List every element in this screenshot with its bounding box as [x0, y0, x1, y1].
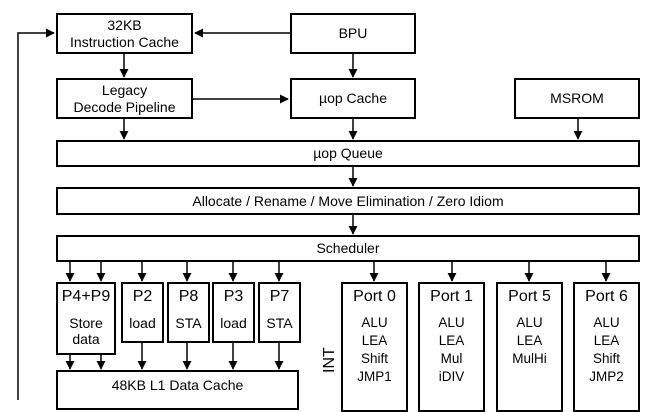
scheduler-box: Scheduler: [56, 235, 640, 262]
port-name: Port 1: [430, 288, 473, 305]
port-1-box: Port 1 ALU LEA Mul iDIV: [418, 282, 485, 412]
port-name: P3: [223, 288, 244, 305]
port-name: Port 6: [585, 288, 628, 305]
port-op: Shift: [592, 351, 620, 366]
l1-data-cache-box: 48KB L1 Data Cache: [56, 370, 299, 410]
port-name: P7: [269, 288, 290, 305]
connector-layer: [17, 28, 611, 400]
l1d-label: 48KB L1 Data Cache: [111, 377, 244, 393]
port-op: ALU: [361, 315, 388, 330]
port-op: STA: [175, 315, 202, 331]
port-p3-box: P3 load: [212, 282, 255, 343]
port-op: JMP1: [357, 369, 392, 384]
port-5-box: Port 5 ALU LEA MulHi: [496, 282, 563, 412]
uop-cache-label: µop Cache: [319, 90, 387, 106]
bpu-label: BPU: [338, 25, 368, 41]
port-op: load: [129, 315, 156, 331]
port-op: LEA: [516, 333, 543, 348]
cpu-pipeline-diagram: 32KB Instruction Cache BPU Legacy Decode…: [17, 13, 640, 412]
port-op: load: [220, 315, 247, 331]
port-op: LEA: [438, 333, 465, 348]
legacy-decode-label-2: Decode Pipeline: [73, 98, 176, 115]
port-op: JMP2: [589, 369, 624, 384]
uop-queue-box: µop Queue: [56, 140, 640, 167]
port-op: LEA: [361, 333, 388, 348]
port-0-box: Port 0 ALU LEA Shift JMP1: [341, 282, 408, 412]
port-op: STA: [266, 315, 293, 331]
port-6-box: Port 6 ALU LEA Shift JMP2: [573, 282, 640, 412]
bpu-box: BPU: [290, 13, 416, 54]
port-op: ALU: [593, 315, 620, 330]
scheduler-label: Scheduler: [316, 240, 380, 256]
port-op: ALU: [438, 315, 465, 330]
port-name: P2: [132, 288, 153, 305]
instruction-cache-box: 32KB Instruction Cache: [56, 13, 193, 54]
feedback-arrow: [17, 28, 55, 400]
icache-size-label: 32KB: [107, 16, 142, 33]
legacy-decode-box: Legacy Decode Pipeline: [56, 78, 193, 119]
allocate-rename-label: Allocate / Rename / Move Elimination / Z…: [192, 192, 504, 209]
port-name: P8: [178, 288, 199, 305]
port-p2-box: P2 load: [121, 282, 164, 343]
port-op: MulHi: [512, 351, 547, 366]
port-op: data: [72, 331, 100, 347]
port-name: Port 0: [353, 288, 396, 305]
icache-name-label: Instruction Cache: [70, 33, 179, 50]
port-op: ALU: [516, 315, 543, 330]
port-name: P4+P9: [61, 288, 111, 305]
allocate-rename-box: Allocate / Rename / Move Elimination / Z…: [56, 187, 640, 215]
msrom-box: MSROM: [514, 78, 640, 119]
uop-queue-label: µop Queue: [313, 145, 383, 161]
port-op: Shift: [360, 351, 388, 366]
port-p8-box: P8 STA: [167, 282, 210, 343]
port-p7-box: P7 STA: [258, 282, 301, 343]
port-op: Store: [69, 315, 103, 331]
port-p4-p9-box: P4+P9 Store data: [56, 282, 116, 355]
port-op: Mul: [440, 351, 463, 366]
legacy-decode-label-1: Legacy: [101, 81, 148, 98]
msrom-label: MSROM: [550, 90, 604, 106]
port-name: Port 5: [508, 288, 551, 305]
uop-cache-box: µop Cache: [290, 78, 416, 119]
port-op: iDIV: [438, 369, 465, 384]
port-op: LEA: [593, 333, 620, 348]
int-label: INT: [321, 347, 338, 373]
